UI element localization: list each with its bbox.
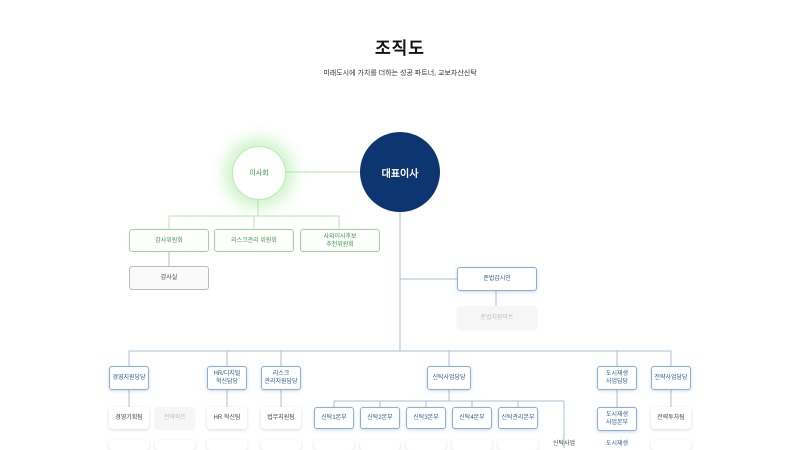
ceo-node: 대표이사 [360,132,440,212]
row-stub [109,440,149,450]
row-stub [207,440,247,450]
division-hr-digital: HR/디지털 혁신담당 [207,366,247,390]
row-stub [360,440,400,450]
row-stub [651,440,691,450]
row-stub [406,440,446,450]
row-stub [498,440,538,450]
team-trust-2: 신탁2본부 [360,407,400,429]
compliance-team-node: 준법지원파트 [457,306,537,329]
team-mgmt-planning: 경영기획팀 [109,407,149,429]
audit-office-node: 감사실 [129,266,209,290]
row-stub [452,440,492,450]
team-partial-trust: 신탁사업 [552,441,576,447]
board-of-directors-node: 이사회 [232,146,286,200]
division-risk: 리스크 관리지원담당 [261,366,301,390]
team-mgmt-faded: 전략파트 [155,407,195,429]
row-stub [261,440,301,450]
committee-risk: 리스크관리 위원회 [214,229,294,252]
page-title: 조직도 [375,39,425,58]
division-strategy: 전략사업담당 [651,366,691,390]
committee-nomination: 사외이사후보 추천위원회 [300,229,380,252]
team-partial-urban: 도시재생 [605,441,629,447]
page-subtitle: 미래도시에 가치를 더하는 성공 파트너, 교보자산신탁 [323,70,477,77]
division-mgmt-support: 경영지원담당 [109,366,149,390]
committee-audit: 감사위원회 [129,229,209,252]
division-trust-business: 신탁사업담당 [427,366,471,390]
team-trust-mgmt: 신탁관리본부 [498,407,538,429]
team-trust-1: 신탁1본부 [314,407,354,429]
team-strategy-invest: 전략투자팀 [651,407,691,429]
team-trust-3: 신탁3본부 [406,407,446,429]
row-stub [155,440,195,450]
division-urban-regen: 도시재생 사업담당 [597,366,637,390]
compliance-officer-node: 준법감시인 [457,267,537,291]
row-stub [314,440,354,450]
team-urban-regen-hq: 도시재생 사업본부 [597,407,637,431]
team-legal-support: 법무지원팀 [261,407,301,429]
team-hr-innovation: HR 혁신팀 [207,407,247,429]
team-trust-4: 신탁4본부 [452,407,492,429]
